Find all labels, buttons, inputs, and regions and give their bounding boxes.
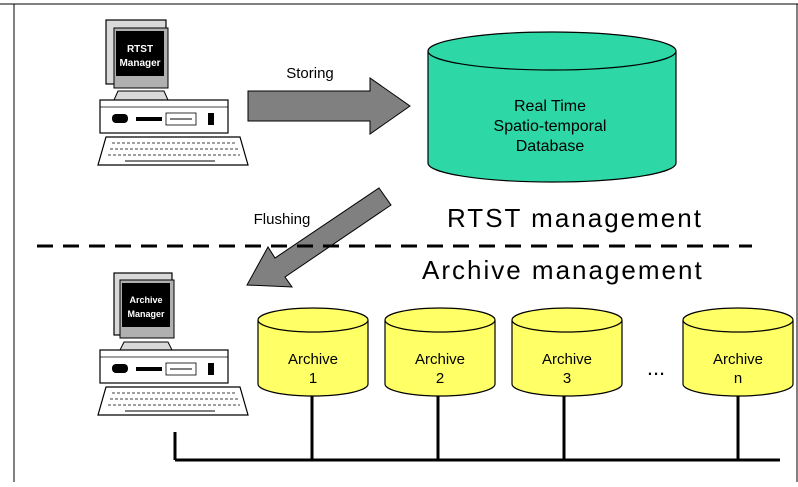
storing-arrow <box>247 77 411 135</box>
archive-3-line2: 3 <box>563 370 571 387</box>
archive-cylinder-2 <box>384 307 496 397</box>
archive-n-line2: n <box>734 370 742 387</box>
realtime-db-line2: Spatio-temporal <box>494 118 607 135</box>
realtime-database-cylinder <box>427 31 677 183</box>
archive-monitor-line1: Archive <box>129 295 162 305</box>
rtst-monitor-line1: RTST <box>127 44 153 55</box>
flushing-label: Flushing <box>254 211 311 228</box>
archive-cylinder-3 <box>511 307 623 397</box>
archive-cylinder-1 <box>257 307 369 397</box>
archive-management-label: Archive management <box>422 255 704 285</box>
archive-manager-computer-icon: Archive Manager <box>97 272 249 416</box>
rtst-monitor-line2: Manager <box>119 58 160 69</box>
storing-label: Storing <box>286 65 334 82</box>
archive-n-line1: Archive <box>713 351 763 368</box>
realtime-db-line1: Real Time <box>514 98 586 115</box>
archive-ellipsis: ... <box>647 355 665 380</box>
archive-3-line1: Archive <box>542 351 592 368</box>
archive-1-line1: Archive <box>288 351 338 368</box>
archive-monitor-screen <box>122 283 170 327</box>
flushing-arrow <box>246 187 392 288</box>
rtst-monitor-screen <box>116 31 164 76</box>
realtime-db-line3: Database <box>516 138 585 155</box>
archive-monitor-line2: Manager <box>127 309 165 319</box>
archive-1-line2: 1 <box>309 370 317 387</box>
rtst-management-label: RTST management <box>447 203 703 233</box>
archive-cylinder-n <box>682 307 794 397</box>
archive-2-line2: 2 <box>436 370 444 387</box>
archive-2-line1: Archive <box>415 351 465 368</box>
rtst-manager-computer-icon: RTST Manager <box>97 19 249 166</box>
